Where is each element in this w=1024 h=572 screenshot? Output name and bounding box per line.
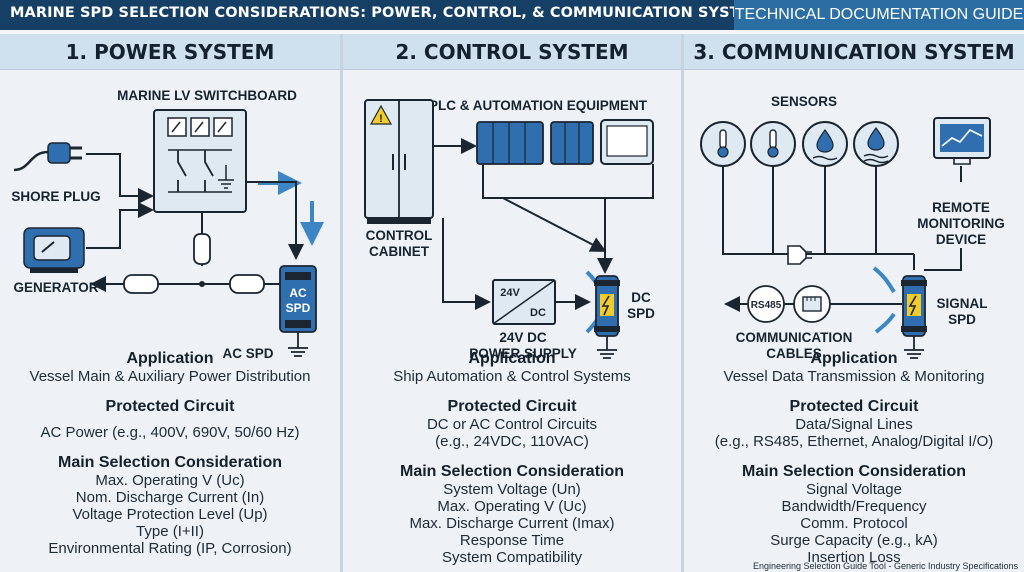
fuse-icon xyxy=(193,233,211,265)
water-level-sensor-icon xyxy=(802,121,848,167)
application-heading: Application xyxy=(126,350,214,367)
ac-spd-label: AC SPD xyxy=(222,346,273,360)
consideration-heading: Main Selection Consideration xyxy=(399,463,625,480)
rs485-connector-icon: RS485 xyxy=(747,285,785,323)
consideration-item: Max. Operating V (Uc) xyxy=(437,498,587,515)
cables-label: CABLES xyxy=(766,346,822,360)
remote-label: REMOTE xyxy=(932,200,990,215)
humidity-sensor-icon xyxy=(853,121,899,167)
consideration-item: Insertion Loss xyxy=(807,549,901,566)
ac-spd-icon: AC SPD xyxy=(279,265,317,357)
consideration-item: System Voltage (Un) xyxy=(443,481,581,498)
consideration-item: System Compatibility xyxy=(441,549,583,566)
consideration-item: Bandwidth/Frequency xyxy=(781,498,927,515)
dc-spd-icon xyxy=(585,270,620,359)
remote-label: MONITORING xyxy=(917,216,1005,231)
consideration-heading: Main Selection Consideration xyxy=(57,454,283,471)
communication-system-panel: 3. COMMUNICATION SYSTEM SENSORS xyxy=(684,34,1024,572)
consideration-heading: Main Selection Consideration xyxy=(741,463,967,480)
circuit-text: AC Power (e.g., 400V, 690V, 50/60 Hz) xyxy=(40,424,300,441)
power-info: Application Vessel Main & Auxiliary Powe… xyxy=(0,350,340,557)
consideration-item: Type (I+II) xyxy=(136,523,204,540)
communication-system-diagram: SENSORS REMOTE MONIT xyxy=(700,94,1005,360)
panel-divider xyxy=(681,34,684,572)
control-info: Application Ship Automation & Control Sy… xyxy=(343,350,681,566)
signal-spd-icon xyxy=(872,266,927,359)
signal-spd-label: SPD xyxy=(948,312,976,327)
circuit-heading: Protected Circuit xyxy=(789,398,919,415)
switchboard-label: MARINE LV SWITCHBOARD xyxy=(117,88,297,103)
rs485-text: RS485 xyxy=(751,300,782,311)
header-bar: MARINE SPD SELECTION CONSIDERATIONS: POW… xyxy=(0,0,1024,30)
application-text: Ship Automation & Control Systems xyxy=(393,368,631,385)
control-system-panel: 2. CONTROL SYSTEM PLC & AUTOMATION EQUIP… xyxy=(343,34,681,572)
temperature-sensor-icon xyxy=(700,121,746,167)
circuit-text: (e.g., RS485, Ethernet, Analog/Digital I… xyxy=(714,433,994,450)
spd-box-text: AC xyxy=(289,286,307,300)
dc-spd-label: DC xyxy=(631,290,651,305)
application-text: Vessel Main & Auxiliary Power Distributi… xyxy=(29,368,311,385)
panel-title: 2. CONTROL SYSTEM xyxy=(343,34,681,70)
communication-info: Application Vessel Data Transmission & M… xyxy=(684,350,1024,566)
monitor-icon xyxy=(933,117,991,165)
cabinet-label: CABINET xyxy=(369,244,430,259)
svg-text:!: ! xyxy=(379,113,383,125)
switchboard-icon xyxy=(153,109,247,213)
connector-icon xyxy=(787,245,812,265)
power-system-diagram: MARINE LV SWITCHBOARD SHORE PLUG GE xyxy=(11,88,324,360)
consideration-item: Environmental Rating (IP, Corrosion) xyxy=(48,540,292,557)
circuit-text: (e.g., 24VDC, 110VAC) xyxy=(435,433,589,450)
consideration-item: Max. Operating V (Uc) xyxy=(95,472,245,489)
power-supply-icon: 24V DC xyxy=(492,279,556,325)
power-supply-label: POWER SUPPLY xyxy=(469,346,577,360)
cable-fuse-icon xyxy=(123,274,159,294)
application-heading: Application xyxy=(810,350,898,367)
consideration-item: Max. Discharge Current (Imax) xyxy=(409,515,615,532)
temperature-sensor-icon xyxy=(750,121,796,167)
spd-box-text: SPD xyxy=(286,301,311,315)
panel-title: 3. COMMUNICATION SYSTEM xyxy=(684,34,1024,70)
dc-spd-label: SPD xyxy=(627,306,655,321)
cable-fuse-icon xyxy=(229,274,265,294)
consideration-item: Signal Voltage xyxy=(806,481,902,498)
circuit-text: DC or AC Control Circuits xyxy=(426,416,598,433)
consideration-item: Response Time xyxy=(459,532,565,549)
control-system-diagram: PLC & AUTOMATION EQUIPMENT ! CONTROL CAB… xyxy=(364,98,655,360)
power-supply-label: 24V DC xyxy=(499,330,547,345)
generator-icon xyxy=(23,227,85,273)
ethernet-port-icon xyxy=(793,285,831,323)
circuit-heading: Protected Circuit xyxy=(447,398,577,415)
plc-icon xyxy=(476,119,654,165)
consideration-item: Nom. Discharge Current (In) xyxy=(75,489,265,506)
consideration-item: Voltage Protection Level (Up) xyxy=(72,506,268,523)
sensors-label: SENSORS xyxy=(771,94,837,109)
header-tag: TECHNICAL DOCUMENTATION GUIDE xyxy=(734,0,1024,30)
panel-divider xyxy=(340,34,343,572)
cables-label: COMMUNICATION xyxy=(736,330,853,345)
shore-plug-label: SHORE PLUG xyxy=(11,189,100,204)
application-heading: Application xyxy=(468,350,556,367)
circuit-heading: Protected Circuit xyxy=(105,398,235,415)
footer-note: Engineering Selection Guide Tool - Gener… xyxy=(753,561,1018,571)
plc-label: PLC & AUTOMATION EQUIPMENT xyxy=(429,98,648,113)
cabinet-label: CONTROL xyxy=(366,228,433,243)
application-text: Vessel Data Transmission & Monitoring xyxy=(723,368,985,385)
circuit-text: Data/Signal Lines xyxy=(795,416,913,433)
ps-box-text: DC xyxy=(530,307,546,319)
panel-title: 1. POWER SYSTEM xyxy=(0,34,340,70)
consideration-item: Surge Capacity (e.g., kA) xyxy=(770,532,938,549)
consideration-item: Comm. Protocol xyxy=(800,515,908,532)
page-title: MARINE SPD SELECTION CONSIDERATIONS: POW… xyxy=(10,5,775,21)
signal-spd-label: SIGNAL xyxy=(936,296,987,311)
power-system-panel: 1. POWER SYSTEM MARINE LV SWITCHBOARD SH… xyxy=(0,34,340,572)
control-cabinet-icon: ! xyxy=(364,99,434,224)
ps-box-text: 24V xyxy=(500,287,520,299)
remote-label: DEVICE xyxy=(936,232,986,247)
generator-label: GENERATOR xyxy=(13,280,98,295)
shore-plug-icon xyxy=(13,142,82,172)
